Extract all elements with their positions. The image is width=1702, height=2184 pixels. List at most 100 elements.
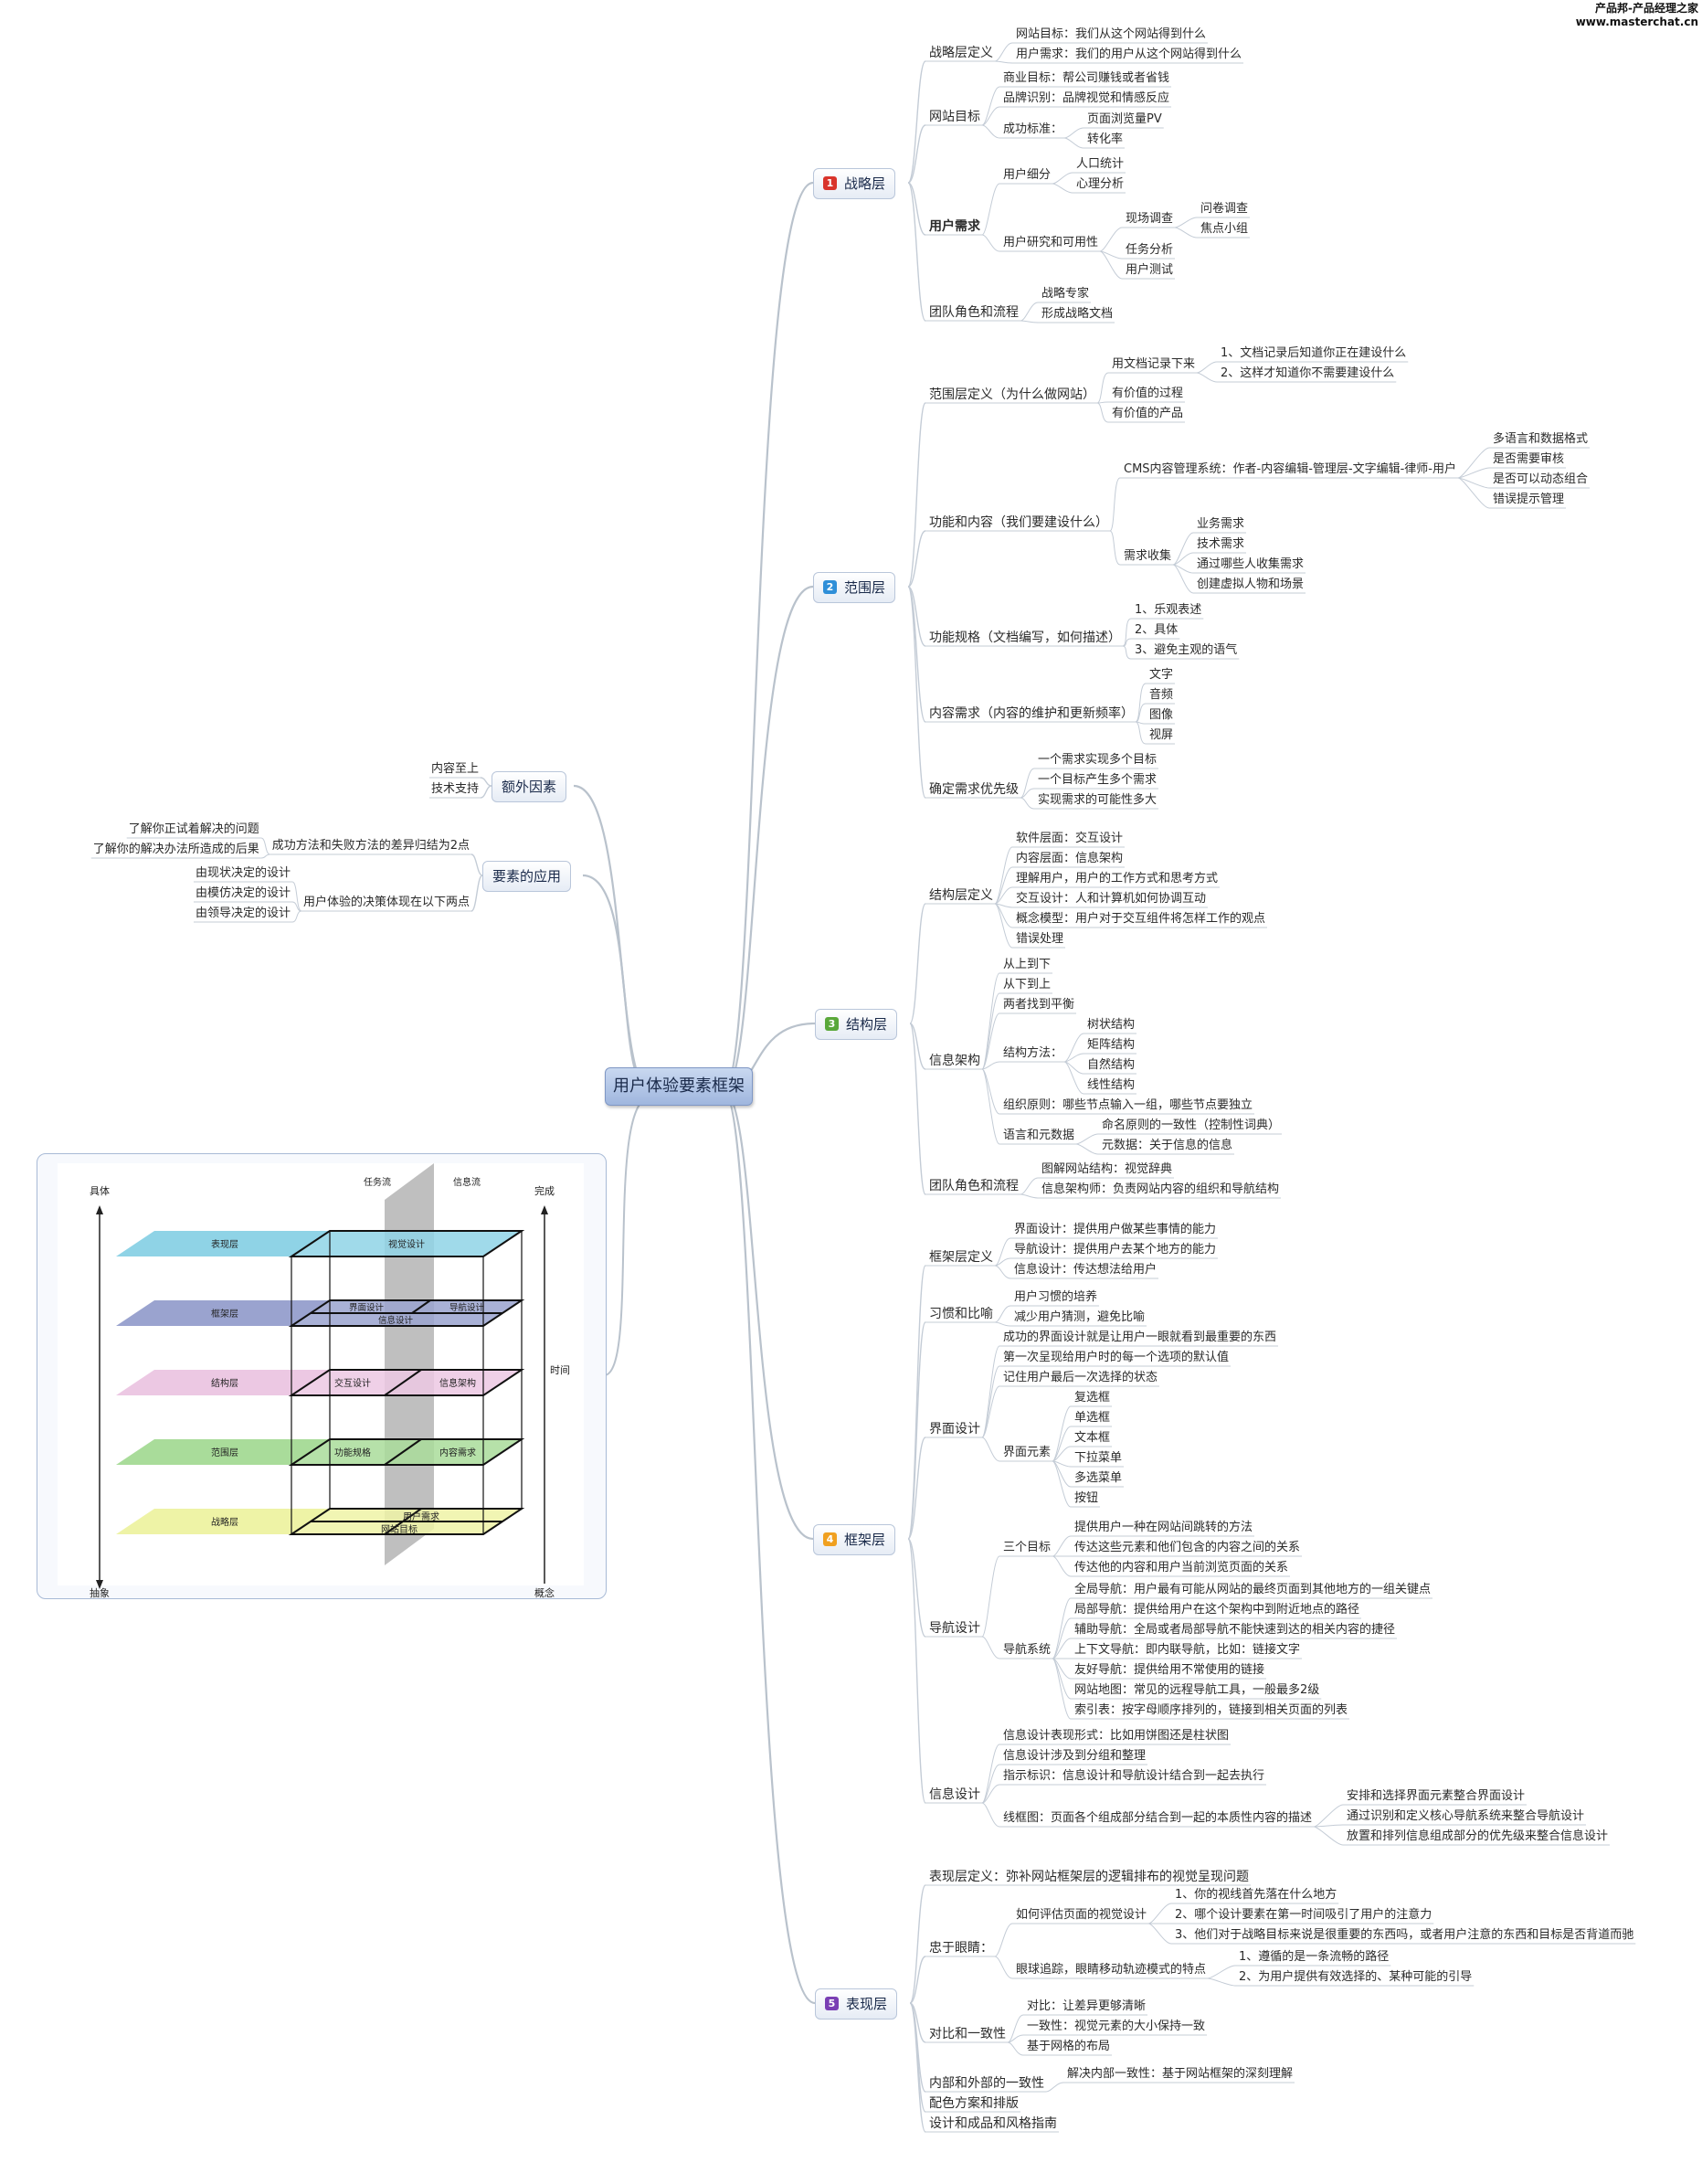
- mindmap-node[interactable]: 范围层定义（为什么做网站）: [929, 387, 1095, 402]
- mindmap-node[interactable]: 文本框: [1074, 1431, 1111, 1445]
- mindmap-node[interactable]: 内容层面：信息架构: [1016, 852, 1124, 865]
- mindmap-node[interactable]: 解决内部一致性：基于网站框架的深刻理解: [1067, 2067, 1294, 2081]
- mindmap-node[interactable]: 2、具体: [1135, 623, 1179, 637]
- mindmap-node[interactable]: 忠于眼睛：: [929, 1941, 993, 1956]
- mindmap-node[interactable]: 导航设计: [929, 1621, 980, 1636]
- mindmap-node[interactable]: 是否可以动态组合: [1493, 472, 1589, 486]
- mindmap-node[interactable]: 导航设计：提供用户去某个地方的能力: [1014, 1243, 1217, 1256]
- mindmap-node[interactable]: 概念模型：用户对于交互组件将怎样工作的观点: [1016, 912, 1266, 926]
- mindmap-node[interactable]: 功能和内容（我们要建设什么）: [929, 515, 1108, 530]
- mindmap-node[interactable]: 习惯和比喻: [929, 1307, 993, 1321]
- mindmap-node[interactable]: 信息设计表现形式：比如用饼图还是柱状图: [1003, 1729, 1230, 1743]
- mindmap-node[interactable]: 界面元素: [1003, 1446, 1052, 1459]
- mindmap-node[interactable]: 如何评估页面的视觉设计: [1016, 1908, 1147, 1922]
- mindmap-node[interactable]: 用户需求: [929, 219, 980, 234]
- mindmap-node[interactable]: 人口统计: [1076, 157, 1125, 171]
- mindmap-node[interactable]: 技术支持: [430, 782, 479, 796]
- mindmap-node[interactable]: 通过识别和定义核心导航系统来整合导航设计: [1347, 1809, 1585, 1823]
- mindmap-node[interactable]: 单选框: [1074, 1411, 1111, 1425]
- mindmap-node[interactable]: 树状结构: [1087, 1018, 1136, 1032]
- mindmap-node[interactable]: 网站地图：常见的远程导航工具，一般最多2级: [1074, 1683, 1320, 1697]
- mindmap-node[interactable]: 对比：让差异更够清晰: [1027, 1999, 1147, 2013]
- mindmap-node[interactable]: 内部和外部的一致性: [929, 2076, 1044, 2091]
- mindmap-node[interactable]: 框架层定义: [929, 1250, 993, 1265]
- mindmap-node[interactable]: 设计和成品和风格指南: [929, 2116, 1057, 2131]
- mindmap-node[interactable]: 自然结构: [1087, 1058, 1136, 1072]
- mindmap-node[interactable]: 从上到下: [1003, 958, 1052, 971]
- mindmap-node[interactable]: 战略专家: [1041, 287, 1090, 301]
- mindmap-node[interactable]: 网站目标：我们从这个网站得到什么: [1016, 27, 1207, 41]
- mindmap-node[interactable]: 功能规格（文档编写，如何描述）: [929, 631, 1121, 645]
- mindmap-node[interactable]: 现场调查: [1126, 212, 1174, 226]
- mindmap-node[interactable]: 界面设计: [929, 1422, 980, 1437]
- mindmap-node[interactable]: 第一次呈现给用户时的每一个选项的默认值: [1003, 1351, 1230, 1364]
- mindmap-node[interactable]: 用户细分: [1003, 168, 1052, 182]
- mindmap-node[interactable]: 形成战略文档: [1041, 307, 1114, 321]
- mindmap-node[interactable]: 全局导航：用户最有可能从网站的最终页面到其他地方的一组关键点: [1074, 1583, 1432, 1596]
- mindmap-node[interactable]: 多语言和数据格式: [1493, 432, 1589, 446]
- mindmap-node[interactable]: 确定需求优先级: [929, 782, 1019, 797]
- mindmap-node[interactable]: 音频: [1149, 688, 1174, 702]
- mindmap-node[interactable]: 图解网站结构：视觉辞典: [1041, 1162, 1173, 1176]
- mindmap-node[interactable]: 命名原则的一致性（控制性词典）: [1102, 1119, 1281, 1132]
- mindmap-node[interactable]: 心理分析: [1076, 177, 1125, 191]
- mindmap-node[interactable]: 业务需求: [1197, 517, 1245, 531]
- mindmap-node[interactable]: 传达他的内容和用户当前浏览页面的关系: [1074, 1561, 1289, 1574]
- mindmap-node[interactable]: 软件层面：交互设计: [1016, 832, 1124, 845]
- mindmap-node[interactable]: 转化率: [1087, 133, 1124, 146]
- mindmap-node[interactable]: 用户需求：我们的用户从这个网站得到什么: [1016, 48, 1242, 61]
- mindmap-node[interactable]: 表现层定义：弥补网站框架层的逻辑排布的视觉呈现问题: [929, 1870, 1249, 1884]
- mindmap-node[interactable]: 成功方法和失败方法的差异归结为2点: [271, 839, 470, 853]
- mindmap-node[interactable]: 实现需求的可能性多大: [1038, 793, 1158, 807]
- mindmap-node[interactable]: 两者找到平衡: [1003, 998, 1075, 1012]
- mindmap-node[interactable]: 线性结构: [1087, 1078, 1136, 1092]
- mindmap-node[interactable]: 通过哪些人收集需求: [1197, 557, 1305, 571]
- section-element-application[interactable]: 要素的应用: [482, 861, 572, 892]
- mindmap-node[interactable]: 创建虚拟人物和场景: [1197, 578, 1305, 591]
- mindmap-node[interactable]: 团队角色和流程: [929, 305, 1019, 320]
- mindmap-node[interactable]: 品牌识别：品牌视觉和情感反应: [1003, 91, 1170, 105]
- mindmap-node[interactable]: 索引表：按字母顺序排列的，链接到相关页面的列表: [1074, 1703, 1348, 1717]
- mindmap-node[interactable]: 焦点小组: [1200, 222, 1249, 236]
- mindmap-node[interactable]: 元数据：关于信息的信息: [1102, 1139, 1233, 1152]
- mindmap-node[interactable]: 视屏: [1149, 728, 1174, 742]
- mindmap-node[interactable]: 提供用户一种在网站间跳转的方法: [1074, 1521, 1253, 1534]
- mindmap-node[interactable]: 2、这样才知道你不需要建设什么: [1221, 366, 1395, 380]
- mindmap-node[interactable]: 用户测试: [1126, 263, 1174, 277]
- mindmap-node[interactable]: 减少用户猜测，避免比喻: [1014, 1310, 1146, 1324]
- mindmap-node[interactable]: 2、为用户提供有效选择的、某种可能的引导: [1239, 1970, 1473, 1984]
- mindmap-node[interactable]: 成功标准：: [1003, 122, 1063, 136]
- mindmap-node[interactable]: 1、乐观表述: [1135, 603, 1202, 617]
- mindmap-node[interactable]: 结构层定义: [929, 888, 993, 903]
- mindmap-node[interactable]: 信息架构: [929, 1054, 980, 1068]
- mindmap-node[interactable]: 复选框: [1074, 1391, 1111, 1405]
- mindmap-node[interactable]: 信息架构师：负责网站内容的组织和导航结构: [1041, 1182, 1280, 1196]
- mindmap-node[interactable]: 按钮: [1074, 1491, 1099, 1505]
- mindmap-node[interactable]: 团队角色和流程: [929, 1179, 1019, 1193]
- mindmap-node[interactable]: 是否需要审核: [1493, 452, 1565, 466]
- mindmap-node[interactable]: 信息设计：传达想法给用户: [1014, 1263, 1158, 1277]
- mindmap-node[interactable]: 错误提示管理: [1493, 493, 1565, 506]
- mindmap-node[interactable]: 内容至上: [430, 762, 479, 776]
- mindmap-node[interactable]: 对比和一致性: [929, 2027, 1006, 2041]
- mindmap-node[interactable]: 交互设计：人和计算机如何协调互动: [1016, 892, 1207, 906]
- mindmap-node[interactable]: 1、文档记录后知道你正在建设什么: [1221, 346, 1407, 360]
- mindmap-node[interactable]: 多选菜单: [1074, 1471, 1123, 1485]
- mindmap-node[interactable]: 传达这些元素和他们包含的内容之间的关系: [1074, 1541, 1301, 1554]
- mindmap-node[interactable]: 三个目标: [1003, 1541, 1052, 1554]
- mindmap-node[interactable]: 页面浏览量PV: [1087, 112, 1162, 126]
- mindmap-node[interactable]: 下拉菜单: [1074, 1451, 1123, 1465]
- mindmap-node[interactable]: 2、哪个设计要素在第一时间吸引了用户的注意力: [1175, 1908, 1432, 1922]
- mindmap-node[interactable]: 信息设计: [929, 1787, 980, 1802]
- mindmap-node[interactable]: 任务分析: [1126, 243, 1174, 257]
- mindmap-node[interactable]: 由模仿决定的设计: [195, 886, 291, 900]
- mindmap-node[interactable]: 矩阵结构: [1087, 1038, 1136, 1052]
- mindmap-node[interactable]: 图像: [1149, 708, 1174, 722]
- mindmap-node[interactable]: 用户体验的决策体现在以下两点: [302, 896, 470, 909]
- mindmap-node[interactable]: 一个目标产生多个需求: [1038, 773, 1158, 787]
